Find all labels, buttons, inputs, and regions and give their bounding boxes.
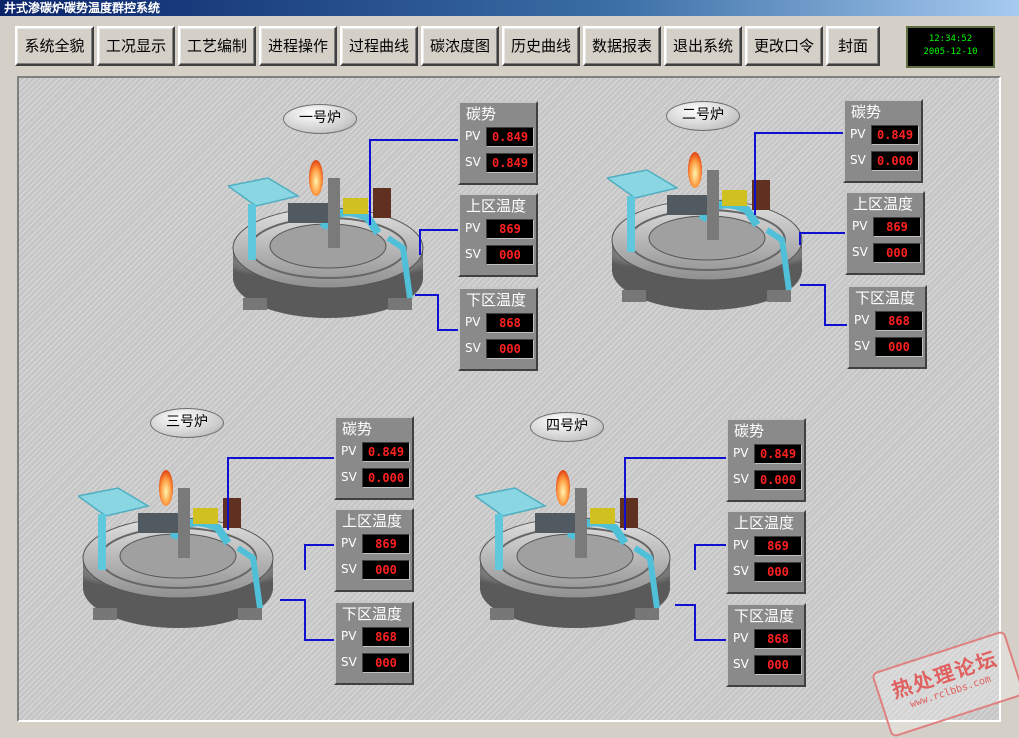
box-title: 上区温度 (466, 197, 527, 215)
clock-time: 12:34:52 (928, 34, 973, 44)
furnace-3-lower-pv: 868 (362, 627, 410, 647)
furnace-2-lower-pv: 868 (875, 311, 923, 331)
furnace-4-lower-sv[interactable]: 000 (754, 655, 802, 675)
pv-label: PV (733, 446, 749, 460)
box-title: 上区温度 (342, 512, 403, 530)
furnace-3-carbon-box: 碳势 PV 0.849 SV 0.000 (334, 416, 414, 500)
pv-label: PV (850, 127, 866, 141)
sv-label: SV (341, 655, 357, 669)
box-title: 碳势 (851, 103, 882, 121)
furnace-3-lower-temp-box: 下区温度 PV 868 SV 000 (334, 601, 414, 685)
furnace-2-upper-sv[interactable]: 000 (873, 243, 921, 263)
furnace-2-upper-pv: 869 (873, 217, 921, 237)
sv-label: SV (465, 155, 481, 169)
box-title: 上区温度 (734, 514, 795, 532)
furnace-2-carbon-sv[interactable]: 0.000 (871, 151, 919, 171)
box-title: 上区温度 (853, 195, 914, 213)
furnace-4-carbon-pv: 0.849 (754, 444, 802, 464)
carbon-profile-button[interactable]: 碳浓度图 (421, 26, 499, 66)
furnace-1-carbon-sv[interactable]: 0.849 (486, 153, 534, 173)
sv-label: SV (341, 470, 357, 484)
sv-label: SV (733, 564, 749, 578)
pv-label: PV (465, 129, 481, 143)
furnace-3-upper-sv[interactable]: 000 (362, 560, 410, 580)
furnace-2-lower-temp-box: 下区温度 PV 868 SV 000 (847, 285, 927, 369)
furnace-2-carbon-box: 碳势 PV 0.849 SV 0.000 (843, 99, 923, 183)
data-report-button[interactable]: 数据报表 (583, 26, 661, 66)
furnace-4-lower-temp-box: 下区温度 PV 868 SV 000 (726, 603, 806, 687)
cover-button[interactable]: 封面 (826, 26, 880, 66)
box-title: 下区温度 (734, 607, 795, 625)
furnace-3-lower-sv[interactable]: 000 (362, 653, 410, 673)
box-title: 碳势 (466, 105, 497, 123)
furnace-4-lower-pv: 868 (754, 629, 802, 649)
furnace-4-carbon-box: 碳势 PV 0.849 SV 0.000 (726, 418, 806, 502)
overview-button[interactable]: 系统全貌 (15, 26, 94, 66)
exit-system-button[interactable]: 退出系统 (664, 26, 742, 66)
sv-label: SV (341, 562, 357, 576)
process-operation-button[interactable]: 进程操作 (259, 26, 337, 66)
clock-date: 2005-12-10 (923, 47, 978, 57)
pv-label: PV (854, 313, 870, 327)
sv-label: SV (854, 339, 870, 353)
box-title: 碳势 (734, 422, 765, 440)
furnace-2-upper-temp-box: 上区温度 PV 869 SV 000 (845, 191, 925, 275)
sv-label: SV (465, 247, 481, 261)
history-curve-button[interactable]: 历史曲线 (502, 26, 580, 66)
pv-label: PV (733, 538, 749, 552)
furnace-3-upper-temp-box: 上区温度 PV 869 SV 000 (334, 508, 414, 592)
pv-label: PV (341, 536, 357, 550)
change-password-button[interactable]: 更改口令 (745, 26, 823, 66)
furnace-1-upper-pv: 869 (486, 219, 534, 239)
pv-label: PV (465, 315, 481, 329)
sv-label: SV (733, 657, 749, 671)
pv-label: PV (341, 444, 357, 458)
digital-clock: 12:34:52 2005-12-10 (906, 26, 995, 68)
pv-label: PV (852, 219, 868, 233)
sv-label: SV (850, 153, 866, 167)
furnace-2-name: 二号炉 (666, 101, 740, 131)
box-title: 下区温度 (342, 605, 403, 623)
furnace-1-lower-temp-box: 下区温度 PV 868 SV 000 (458, 287, 538, 371)
furnace-1-name: 一号炉 (283, 104, 357, 134)
sv-label: SV (852, 245, 868, 259)
furnace-3-carbon-sv[interactable]: 0.000 (362, 468, 410, 488)
sv-label: SV (465, 341, 481, 355)
box-title: 下区温度 (855, 289, 916, 307)
pv-label: PV (465, 221, 481, 235)
furnace-1-lower-sv[interactable]: 000 (486, 339, 534, 359)
furnace-4-upper-pv: 869 (754, 536, 802, 556)
furnace-2-carbon-pv: 0.849 (871, 125, 919, 145)
sv-label: SV (733, 472, 749, 486)
status-display-button[interactable]: 工况显示 (97, 26, 175, 66)
furnace-3-name: 三号炉 (150, 408, 224, 438)
furnace-4-name: 四号炉 (530, 412, 604, 442)
recipe-edit-button[interactable]: 工艺编制 (178, 26, 256, 66)
furnace-4-upper-sv[interactable]: 000 (754, 562, 802, 582)
pv-label: PV (341, 629, 357, 643)
box-title: 碳势 (342, 420, 373, 438)
furnace-1-carbon-box: 碳势 PV 0.849 SV 0.849 (458, 101, 538, 185)
pv-label: PV (733, 631, 749, 645)
furnace-1-lower-pv: 868 (486, 313, 534, 333)
furnace-3-carbon-pv: 0.849 (362, 442, 410, 462)
furnace-1-upper-sv[interactable]: 000 (486, 245, 534, 265)
furnace-4-upper-temp-box: 上区温度 PV 869 SV 000 (726, 510, 806, 594)
box-title: 下区温度 (466, 291, 527, 309)
window-title: 井式渗碳炉碳势温度群控系统 (0, 0, 1019, 16)
furnace-2-lower-sv[interactable]: 000 (875, 337, 923, 357)
furnace-3-upper-pv: 869 (362, 534, 410, 554)
furnace-1-upper-temp-box: 上区温度 PV 869 SV 000 (458, 193, 538, 277)
furnace-1-carbon-pv: 0.849 (486, 127, 534, 147)
process-curve-button[interactable]: 过程曲线 (340, 26, 418, 66)
furnace-4-carbon-sv[interactable]: 0.000 (754, 470, 802, 490)
